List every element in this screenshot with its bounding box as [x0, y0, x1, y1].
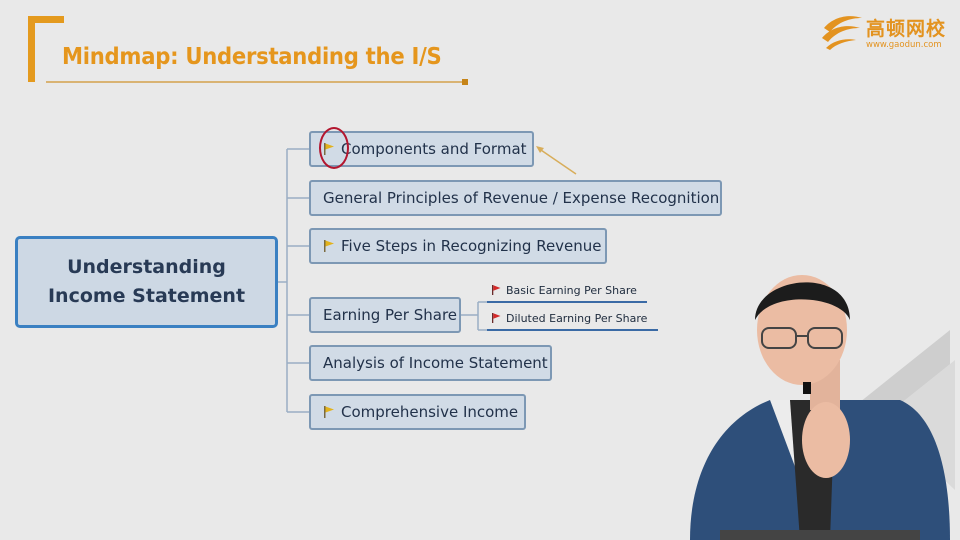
- subbranch-basic-eps[interactable]: Basic Earning Per Share: [491, 280, 637, 300]
- title-underline-dot: [462, 79, 468, 85]
- subbranch-label: Basic Earning Per Share: [506, 283, 637, 297]
- gaodun-logo: 高顿网校 www.gaodun.com: [820, 10, 950, 54]
- yellow-flag-icon: [324, 240, 334, 252]
- branch-revenue-expense-recognition[interactable]: General Principles of Revenue / Expense …: [309, 180, 722, 216]
- root-label-line-2: Income Statement: [47, 285, 246, 307]
- logo-chinese-name: 高顿网校: [866, 18, 947, 40]
- branch-label: Components and Format: [341, 140, 527, 158]
- branch-analysis-income-statement[interactable]: Analysis of Income Statement: [309, 345, 552, 381]
- logo-url: www.gaodun.com: [866, 40, 942, 50]
- branch-label: Earning Per Share: [323, 306, 458, 324]
- yellow-flag-icon: [324, 406, 334, 418]
- root-label-line-1: Understanding: [67, 256, 226, 278]
- title-underline: [46, 81, 466, 83]
- branch-earning-per-share[interactable]: Earning Per Share: [309, 297, 461, 333]
- red-flag-icon: [492, 313, 501, 323]
- title-corner-bracket: [28, 16, 64, 82]
- branch-label: Comprehensive Income: [341, 403, 519, 421]
- branch-label: General Principles of Revenue / Expense …: [323, 189, 720, 207]
- red-flag-icon: [492, 285, 501, 295]
- branch-comprehensive-income[interactable]: Comprehensive Income: [309, 394, 526, 430]
- subbranch-diluted-eps[interactable]: Diluted Earning Per Share: [491, 308, 647, 328]
- annotation-arrow-icon: [536, 146, 577, 175]
- logo-swoosh-icon: [822, 16, 862, 50]
- slide-title: Mindmap: Understanding the I/S: [62, 44, 442, 70]
- subbranch-label: Diluted Earning Per Share: [506, 311, 648, 325]
- branch-five-steps-revenue[interactable]: Five Steps in Recognizing Revenue: [309, 228, 607, 264]
- branch-label: Analysis of Income Statement: [323, 354, 548, 372]
- branch-label: Five Steps in Recognizing Revenue: [341, 237, 602, 255]
- presenter-video-overlay: [690, 275, 955, 540]
- mindmap-root-node[interactable]: Understanding Income Statement: [15, 236, 278, 328]
- annotation-circle: [319, 127, 349, 169]
